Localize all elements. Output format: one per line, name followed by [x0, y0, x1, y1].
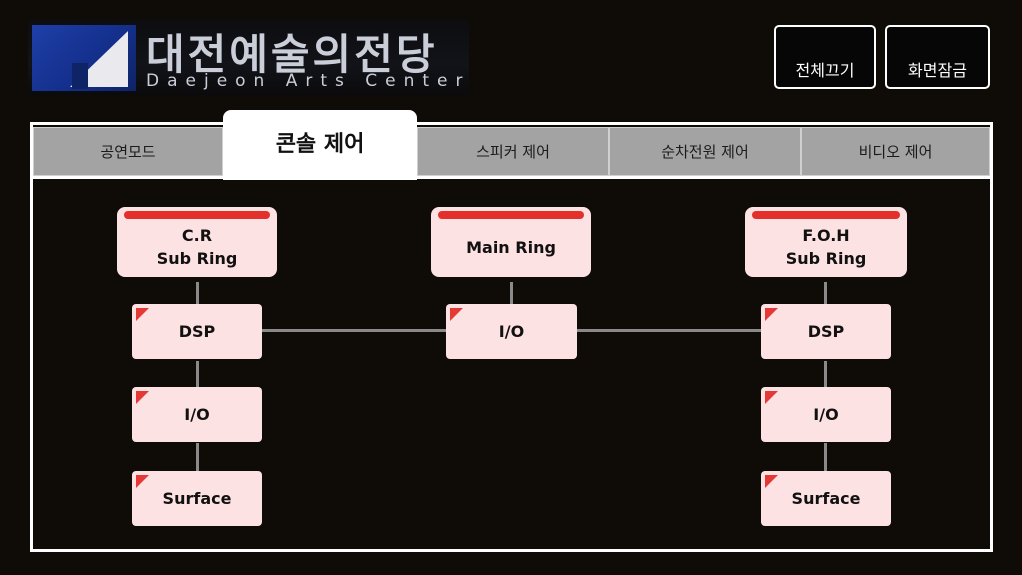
cr-sub-ring-label: C.R Sub Ring: [156, 226, 238, 268]
console-control-panel: 공연모드 콘솔 제어 스피커 제어 순차전원 제어 비디오 제어 C.R Sub…: [30, 110, 993, 552]
tab-divider: [33, 176, 990, 179]
alert-corner-icon: [450, 308, 463, 321]
foh-io-node[interactable]: I/O: [761, 387, 891, 442]
tab-performance-mode[interactable]: 공연모드: [33, 127, 223, 176]
tab-bar: 공연모드 콘솔 제어 스피커 제어 순차전원 제어 비디오 제어: [33, 110, 990, 180]
connector-line: [196, 361, 199, 388]
all-off-button[interactable]: 전체끄기: [774, 25, 876, 89]
logo-korean-text: 대전예술의전당: [146, 30, 438, 79]
alert-corner-icon: [765, 475, 778, 488]
ring-status-bar: [438, 211, 584, 219]
main-ring-label: Main Ring: [466, 237, 556, 257]
logo-english-text: Daejeon Arts Center: [146, 71, 469, 91]
main-ring-node[interactable]: Main Ring: [431, 207, 591, 277]
foh-dsp-node[interactable]: DSP: [761, 304, 891, 359]
connector-line: [577, 329, 762, 332]
foh-surface-node[interactable]: Surface: [761, 471, 891, 526]
foh-io-label: I/O: [813, 405, 839, 424]
foh-sub-ring-label: F.O.H Sub Ring: [785, 226, 867, 268]
connector-line: [824, 282, 827, 306]
connector-line: [824, 443, 827, 471]
connector-line: [262, 329, 446, 332]
main-io-node[interactable]: I/O: [446, 304, 577, 359]
alert-corner-icon: [136, 308, 149, 321]
tab-console-control[interactable]: 콘솔 제어: [223, 110, 417, 180]
cr-surface-node[interactable]: Surface: [132, 471, 262, 526]
tab-sequential-power-control[interactable]: 순차전원 제어: [609, 127, 801, 176]
cr-io-node[interactable]: I/O: [132, 387, 262, 442]
connector-line: [196, 443, 199, 471]
foh-surface-label: Surface: [791, 489, 861, 508]
foh-dsp-label: DSP: [807, 322, 845, 341]
tab-video-control[interactable]: 비디오 제어: [801, 127, 990, 176]
cr-sub-ring-node[interactable]: C.R Sub Ring: [117, 207, 277, 277]
cr-io-label: I/O: [184, 405, 210, 424]
screen-lock-button[interactable]: 화면잠금: [885, 25, 990, 89]
alert-corner-icon: [765, 391, 778, 404]
foh-sub-ring-node[interactable]: F.O.H Sub Ring: [745, 207, 907, 277]
ring-status-bar: [752, 211, 900, 219]
alert-corner-icon: [765, 308, 778, 321]
cr-surface-label: Surface: [162, 489, 232, 508]
connector-line: [510, 282, 513, 306]
daejeon-arts-center-logo: 대전예술의전당 Daejeon Arts Center: [28, 19, 469, 95]
connector-line: [196, 282, 199, 306]
cr-dsp-label: DSP: [178, 322, 216, 341]
tab-speaker-control[interactable]: 스피커 제어: [417, 127, 609, 176]
alert-corner-icon: [136, 475, 149, 488]
main-io-label: I/O: [498, 322, 525, 341]
connector-line: [824, 361, 827, 388]
cr-dsp-node[interactable]: DSP: [132, 304, 262, 359]
ring-status-bar: [124, 211, 270, 219]
alert-corner-icon: [136, 391, 149, 404]
logo-mark-icon: [32, 25, 136, 91]
